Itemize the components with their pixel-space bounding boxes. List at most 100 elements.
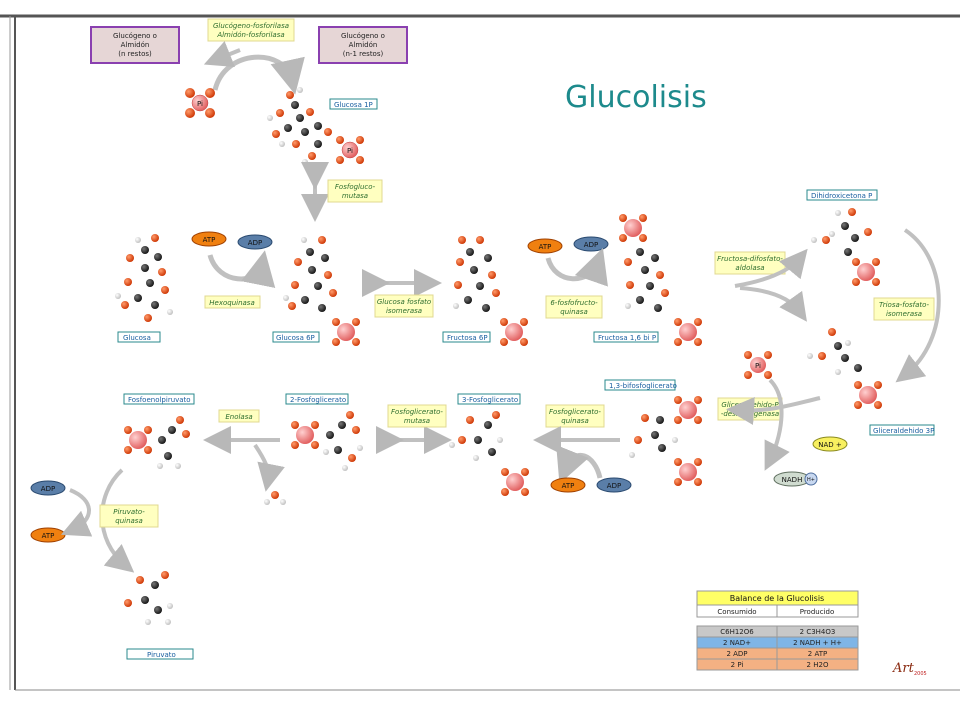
balance-table: Balance de la Glucolisis Consumido Produ… — [696, 590, 859, 671]
svg-text:Glucosa 6P: Glucosa 6P — [276, 334, 315, 342]
svg-text:ATP: ATP — [539, 243, 552, 251]
svg-text:3-Fosfoglicerato: 3-Fosfoglicerato — [462, 396, 518, 404]
arrow-aldolasa-down — [739, 286, 807, 322]
adp-piruvato: ADP — [30, 480, 66, 496]
svg-text:quinasa: quinasa — [115, 517, 143, 525]
balance-cell-produced: 2 NADH + H+ — [793, 639, 842, 647]
label-bifosfoglicerato: 1,3-bifosfoglicerato — [604, 379, 677, 391]
molecule-fosfoenolpiruvato — [124, 416, 190, 469]
balance-title: Balance de la Glucolisis — [730, 594, 824, 603]
svg-text:Fosfogluco-: Fosfogluco- — [335, 183, 376, 191]
svg-text:NADH: NADH — [782, 476, 803, 484]
svg-text:Triosa-fosfato-: Triosa-fosfato- — [879, 301, 929, 309]
balance-cell-consumed: C6H12O6 — [720, 628, 754, 636]
arrow-pgk-atp — [556, 444, 603, 484]
svg-text:Pi: Pi — [197, 100, 203, 108]
balance-cell-produced: 2 H2O — [807, 661, 829, 669]
svg-text:quinasa: quinasa — [561, 417, 589, 425]
molecule-glucosa — [115, 234, 173, 322]
balance-cell-produced: 2 ATP — [808, 650, 827, 658]
svg-text:Fructosa 6P: Fructosa 6P — [447, 334, 488, 342]
nadh-pill: NADH H+ — [773, 471, 818, 487]
svg-text:mutasa: mutasa — [342, 192, 368, 200]
svg-text:Almidón: Almidón — [121, 41, 150, 49]
logo-year: 2005 — [914, 671, 927, 677]
glycogen-n-box: Glucógeno o Almidón (n restos) — [90, 26, 180, 64]
arrow-triosa — [895, 228, 941, 383]
arrow-glycogen-cycle — [212, 54, 305, 95]
atp-pfk: ATP — [527, 238, 563, 254]
nad-pill: NAD + — [812, 436, 848, 452]
svg-text:Fructosa 1,6 bi P: Fructosa 1,6 bi P — [598, 334, 656, 342]
atp-piruvato: ATP — [30, 527, 66, 543]
svg-text:isomerasa: isomerasa — [386, 307, 422, 315]
phosphate-pi-top: Pi — [185, 88, 215, 118]
enzyme-triosa: Triosa-fosfato- isomerasa — [873, 297, 935, 321]
balance-cell-produced: 2 C3H4O3 — [800, 628, 836, 636]
svg-text:Fosfoglicerato-: Fosfoglicerato- — [549, 408, 601, 416]
svg-text:ADP: ADP — [41, 485, 55, 493]
svg-text:Glucógeno-fosforilasa: Glucógeno-fosforilasa — [213, 22, 289, 30]
enzyme-fosfoglucomutasa: Fosfogluco- mutasa — [327, 179, 383, 203]
molecule-fosfoglicerato3 — [449, 411, 529, 496]
label-glucosa-1p: Glucosa 1P — [329, 98, 378, 110]
svg-text:Gliceraldehido 3P: Gliceraldehido 3P — [873, 427, 934, 435]
arrow-piruvato-atp — [60, 488, 93, 537]
molecule-fructosa-6p — [453, 236, 528, 346]
arrow-enolasa-water — [253, 443, 285, 492]
molecule-water — [264, 491, 286, 505]
svg-text:Glucógeno o: Glucógeno o — [113, 32, 157, 40]
svg-text:H+: H+ — [807, 477, 815, 483]
phosphate-pi-gapdh: Pi — [744, 351, 772, 379]
molecule-dihidroxiacetona — [811, 208, 880, 286]
svg-text:Hexoquinasa: Hexoquinasa — [209, 299, 254, 307]
enzyme-fosforilasa: Glucógeno-fosforilasa Almidón-fosforilas… — [207, 18, 295, 42]
svg-text:mutasa: mutasa — [404, 417, 430, 425]
enzyme-pgk: Fosfoglicerato- quinasa — [545, 404, 605, 428]
svg-text:Glucosa: Glucosa — [123, 334, 151, 342]
logo-text: Art — [892, 661, 915, 676]
enzyme-hexoquinasa: Hexoquinasa — [204, 295, 261, 309]
svg-text:1,3-bifosfoglicerato: 1,3-bifosfoglicerato — [609, 382, 677, 390]
enzyme-aldolasa: Fructosa-difosfato- aldolasa — [714, 251, 786, 275]
balance-row: C6H12O6 2 C3H4O3 — [696, 625, 859, 638]
label-glucosa-6p: Glucosa 6P — [272, 331, 320, 343]
atp-pgk: ATP — [550, 477, 586, 493]
svg-text:isomerasa: isomerasa — [886, 310, 922, 318]
svg-text:ATP: ATP — [562, 482, 575, 490]
svg-text:ADP: ADP — [248, 239, 262, 247]
svg-text:ADP: ADP — [607, 482, 621, 490]
svg-text:Enolasa: Enolasa — [225, 413, 252, 421]
svg-text:ATP: ATP — [203, 236, 216, 244]
svg-text:2-Fosfoglicerato: 2-Fosfoglicerato — [290, 396, 346, 404]
arrow-hexoquinasa — [207, 250, 276, 289]
molecule-glucosa-6p — [283, 236, 360, 346]
svg-text:aldolasa: aldolasa — [735, 264, 764, 272]
svg-text:Almidón: Almidón — [349, 41, 378, 49]
label-piruvato: Piruvato — [126, 648, 194, 660]
svg-text:ADP: ADP — [584, 241, 598, 249]
arrow-pfk — [545, 247, 608, 287]
molecule-piruvato — [124, 571, 173, 625]
svg-text:Glucosa 1P: Glucosa 1P — [334, 101, 373, 109]
label-fosfoenolpiruvato: Fosfoenolpiruvato — [123, 393, 195, 405]
svg-text:Pi: Pi — [347, 147, 353, 155]
enzyme-pfk: 6-fosfofructo- quinasa — [545, 295, 603, 319]
svg-text:quinasa: quinasa — [560, 308, 588, 316]
balance-cell-consumed: 2 NAD+ — [723, 639, 751, 647]
balance-cell-consumed: 2 Pi — [731, 661, 744, 669]
adp-pgk: ADP — [596, 477, 632, 493]
balance-col-consumed: Consumido — [717, 608, 756, 616]
svg-text:(n-1 restos): (n-1 restos) — [343, 50, 384, 58]
arrow-glycogen-back — [203, 41, 241, 68]
balance-cell-consumed: 2 ADP — [726, 650, 747, 658]
label-dihidroxiacetona: Dihidroxicetona P — [806, 189, 878, 201]
label-gliceraldehido: Gliceraldehido 3P — [869, 424, 935, 436]
svg-text:Pi: Pi — [755, 362, 761, 370]
svg-text:Piruvato: Piruvato — [147, 651, 176, 659]
balance-row: 2 Pi 2 H2O — [696, 658, 859, 671]
glycogen-n1-box: Glucógeno o Almidón (n-1 restos) — [318, 26, 408, 64]
molecule-bifosfoglicerato — [629, 396, 702, 486]
adp-pfk: ADP — [573, 236, 609, 252]
